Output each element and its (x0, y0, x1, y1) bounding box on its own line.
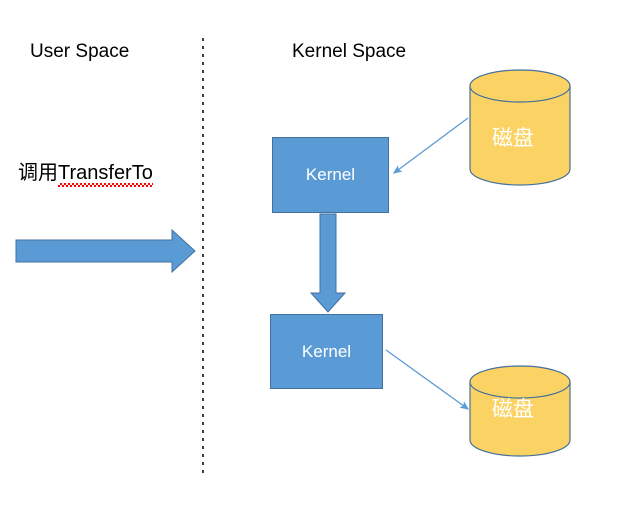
transferto-call-block-arrow (15, 228, 196, 274)
kernel-space-title: Kernel Space (292, 41, 407, 62)
disk-top-label: 磁盘 (492, 127, 534, 150)
kernel-to-kernel-block-arrow (309, 213, 347, 313)
connector-disk-to-kernel-top (392, 117, 469, 174)
call-label-cjk-text: 调用 (18, 162, 58, 184)
call-label-api-text: TransferTo (58, 162, 153, 184)
disk-bottom-label: 磁盘 (492, 398, 534, 421)
kernel-box-top-label: Kernel (305, 165, 356, 184)
disk-cylinder-bottom (469, 365, 571, 457)
disk-cylinder-top (469, 69, 571, 186)
kernel-box-bottom: Kernel (270, 314, 383, 389)
kernel-box-top: Kernel (272, 137, 389, 213)
kernel-box-bottom-label: Kernel (301, 341, 352, 361)
user-space-title: User Space (30, 41, 130, 62)
transferto-call-label: 调用TransferTo (18, 163, 153, 183)
connector-kernel-to-disk-bottom (385, 349, 470, 410)
